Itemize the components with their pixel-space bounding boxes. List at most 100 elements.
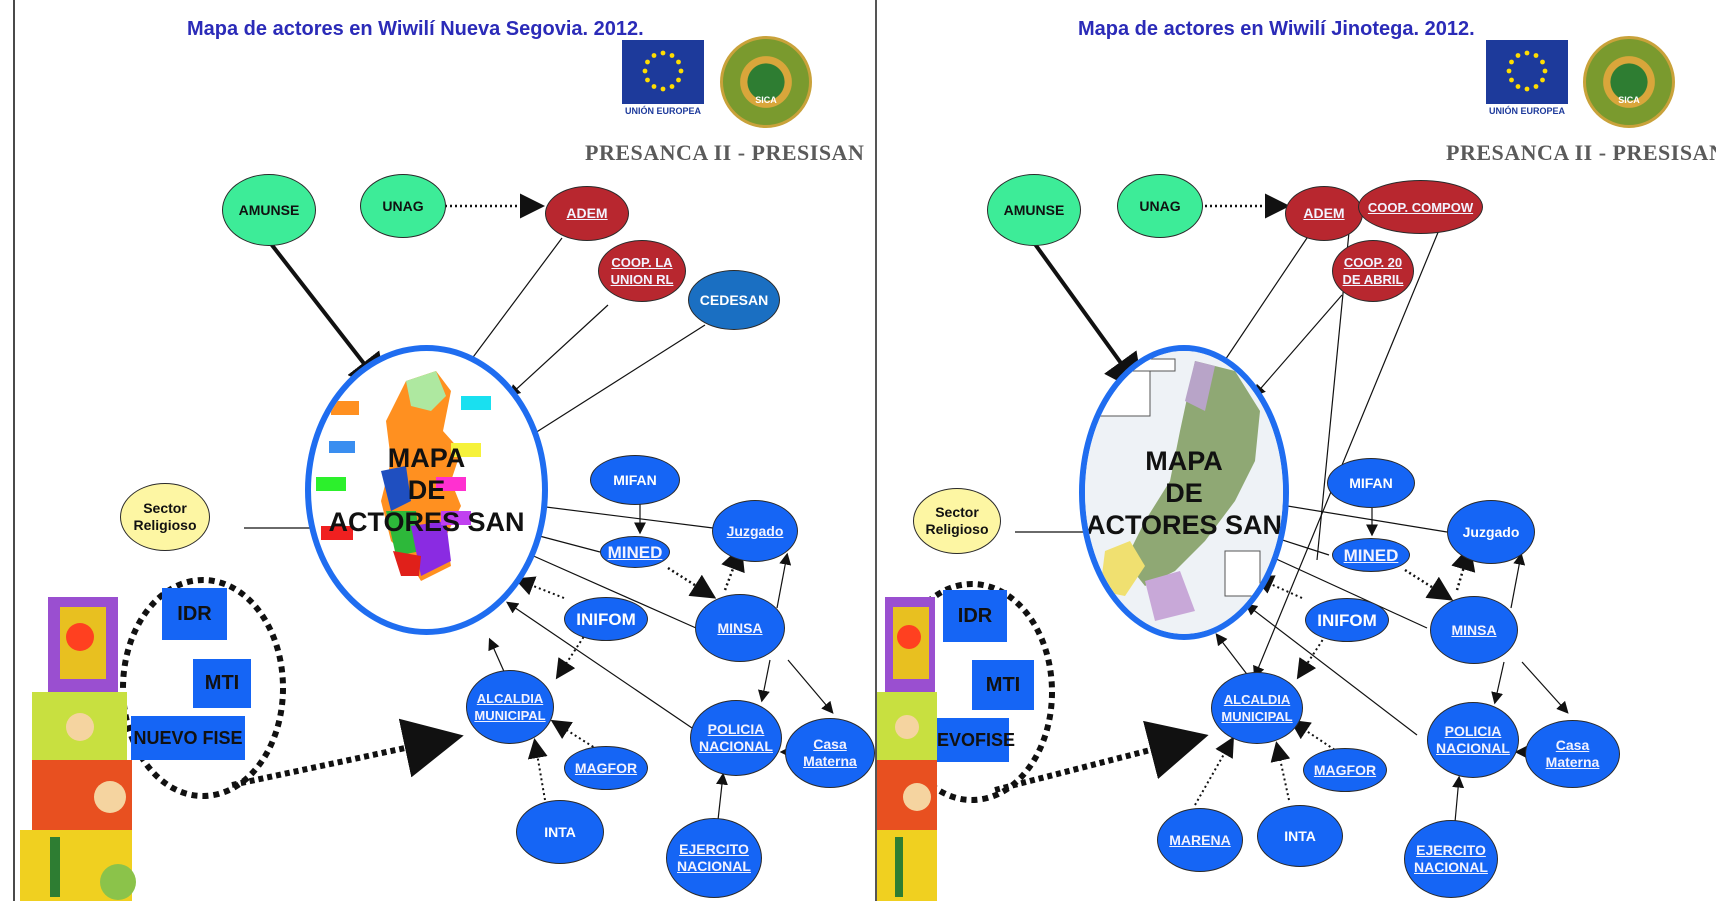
municipality-map-graphic	[316, 371, 491, 581]
node-policia[interactable]: POLICIA NACIONAL	[1427, 702, 1519, 778]
edge-minsa-juzgado2	[776, 552, 792, 609]
box-idr[interactable]: IDR	[943, 590, 1007, 642]
panel-title: Mapa de actores en Wiwilí Jinotega. 2012…	[1078, 18, 1475, 40]
node-magfor[interactable]: MAGFOR	[564, 746, 648, 790]
edge-minsa-juzgado	[1451, 545, 1476, 591]
edge-minsa-juzgado2	[1510, 552, 1526, 609]
node-sector-religioso[interactable]: Sector Religioso	[120, 483, 210, 551]
node-minsa[interactable]: MINSA	[695, 594, 785, 662]
node-mined-link[interactable]: MINED	[1343, 545, 1399, 565]
sica-label: SICA	[755, 95, 777, 105]
box-idr[interactable]: IDR	[162, 588, 227, 640]
node-alcaldia-link[interactable]: ALCALDIA MUNICIPAL	[1221, 692, 1293, 724]
panel-subtitle: PRESANCA II - PRESISAN	[585, 140, 865, 165]
node-casa-link[interactable]: Casa Materna	[803, 736, 857, 769]
node-alcaldia[interactable]: ALCALDIA MUNICIPAL	[466, 670, 554, 744]
node-minsa-link[interactable]: MINSA	[1451, 621, 1497, 638]
node-religioso-label: Sector Religioso	[133, 500, 197, 533]
node-religioso-label: Sector Religioso	[925, 504, 989, 537]
connection-lines	[889, 193, 1569, 823]
node-mined[interactable]: MINED	[600, 536, 670, 568]
node-magfor[interactable]: MAGFOR	[1303, 748, 1387, 792]
map-label-line1: MAPA	[1145, 445, 1223, 476]
node-mifan[interactable]: MIFAN	[1327, 458, 1415, 508]
node-minsa[interactable]: MINSA	[1430, 596, 1518, 664]
box-idr-label: IDR	[957, 604, 993, 627]
node-cedesan[interactable]: CEDESAN	[688, 270, 780, 330]
edge-minsa-casa	[787, 659, 834, 714]
node-minsa-link[interactable]: MINSA	[717, 619, 763, 636]
node-coop[interactable]: COOP. LA UNION RL	[598, 240, 686, 302]
node-inifom[interactable]: INIFOM	[564, 597, 648, 641]
node-policia-link[interactable]: POLICIA NACIONAL	[1436, 723, 1510, 756]
eu-logo: UNIÓN EUROPEA	[622, 40, 704, 126]
sica-logo: SICA	[720, 36, 812, 128]
connection-lines	[120, 193, 834, 821]
node-adem[interactable]: ADEM	[1285, 186, 1363, 241]
edge-gov-alcaldia	[231, 718, 464, 788]
node-mined[interactable]: MINED	[1332, 538, 1410, 572]
left-edge-line	[13, 0, 15, 901]
node-mifan-label: MIFAN	[613, 471, 657, 488]
node-ejercito[interactable]: EJERCITO NACIONAL	[1404, 820, 1498, 898]
box-nuevo-fise[interactable]: NUEVO FISE	[131, 716, 245, 760]
node-marena[interactable]: MARENA	[1157, 808, 1243, 872]
node-coop-link[interactable]: COOP. LA UNION RL	[610, 255, 674, 287]
node-adem-link[interactable]: ADEM	[1303, 205, 1345, 221]
node-casa-link[interactable]: Casa Materna	[1545, 737, 1600, 770]
node-ejercito-link[interactable]: EJERCITO NACIONAL	[1414, 842, 1488, 875]
node-ejercito[interactable]: EJERCITO NACIONAL	[666, 818, 762, 898]
eu-flag-icon	[1486, 40, 1568, 104]
box-mti[interactable]: MTI	[193, 659, 251, 708]
node-magfor-link[interactable]: MAGFOR	[1313, 761, 1377, 778]
edge-cedesan-map	[521, 324, 706, 442]
node-inta[interactable]: INTA	[1257, 805, 1343, 867]
node-compow-link[interactable]: COOP. COMPOW	[1367, 199, 1474, 215]
map-label-line2: DE	[1165, 477, 1203, 508]
node-inta-label: INTA	[544, 823, 576, 840]
food-security-illustration	[20, 597, 136, 901]
map-label: MAPA DE ACTORES SAN	[1085, 351, 1283, 634]
node-policia[interactable]: POLICIA NACIONAL	[690, 700, 782, 776]
node-adem-link[interactable]: ADEM	[566, 205, 608, 221]
edge-marena-alcaldia	[1194, 736, 1234, 806]
edge-minsa-policia	[757, 659, 771, 703]
node-alcaldia[interactable]: ALCALDIA MUNICIPAL	[1211, 672, 1303, 744]
box-mti[interactable]: MTI	[972, 660, 1034, 710]
node-mined-link[interactable]: MINED	[607, 542, 663, 562]
edge-minsa-policia	[1491, 661, 1505, 705]
edge-ejercito-policia	[1452, 775, 1465, 823]
node-coop-20-abril[interactable]: COOP. 20 DE ABRIL	[1332, 240, 1414, 302]
node-coop-compow[interactable]: COOP. COMPOW	[1358, 180, 1483, 234]
node-sector-religioso[interactable]: Sector Religioso	[913, 488, 1001, 554]
node-casa-materna[interactable]: Casa Materna	[1525, 720, 1620, 788]
node-policia-link[interactable]: POLICIA NACIONAL	[699, 721, 773, 754]
node-juzgado[interactable]: Juzgado	[1447, 500, 1535, 564]
node-unag[interactable]: UNAG	[1117, 174, 1203, 238]
node-amunse-label: AMUNSE	[238, 201, 300, 218]
node-casa-materna[interactable]: Casa Materna	[785, 718, 875, 788]
node-juzgado[interactable]: Juzgado	[712, 500, 798, 562]
node-unag[interactable]: UNAG	[360, 174, 446, 238]
box-mti-label: MTI	[985, 673, 1021, 696]
node-adem[interactable]: ADEM	[545, 186, 629, 241]
edge-minsa-map	[517, 548, 697, 629]
box-idr-label: IDR	[177, 602, 212, 625]
eu-label: UNIÓN EUROPEA	[1488, 106, 1565, 116]
node-coop20-link[interactable]: COOP. 20 DE ABRIL	[1342, 255, 1404, 287]
edge-mined-minsa	[667, 566, 717, 599]
node-inifom[interactable]: INIFOM	[1305, 598, 1389, 642]
node-ejercito-link[interactable]: EJERCITO NACIONAL	[677, 841, 751, 874]
node-amunse[interactable]: AMUNSE	[987, 174, 1081, 246]
node-magfor-link[interactable]: MAGFOR	[574, 759, 638, 776]
node-alcaldia-link[interactable]: ALCALDIA MUNICIPAL	[474, 691, 546, 723]
map-label-line3: ACTORES SAN	[328, 507, 525, 537]
node-marena-link[interactable]: MARENA	[1169, 831, 1231, 848]
node-juzgado-link[interactable]: Juzgado	[726, 522, 784, 539]
node-amunse[interactable]: AMUNSE	[222, 174, 316, 246]
edge-minsa-casa	[1521, 661, 1569, 714]
node-inta[interactable]: INTA	[516, 800, 604, 864]
map-label-line3: ACTORES SAN	[1085, 509, 1283, 540]
node-mifan[interactable]: MIFAN	[590, 455, 680, 505]
edge-inifom-map	[514, 576, 565, 599]
